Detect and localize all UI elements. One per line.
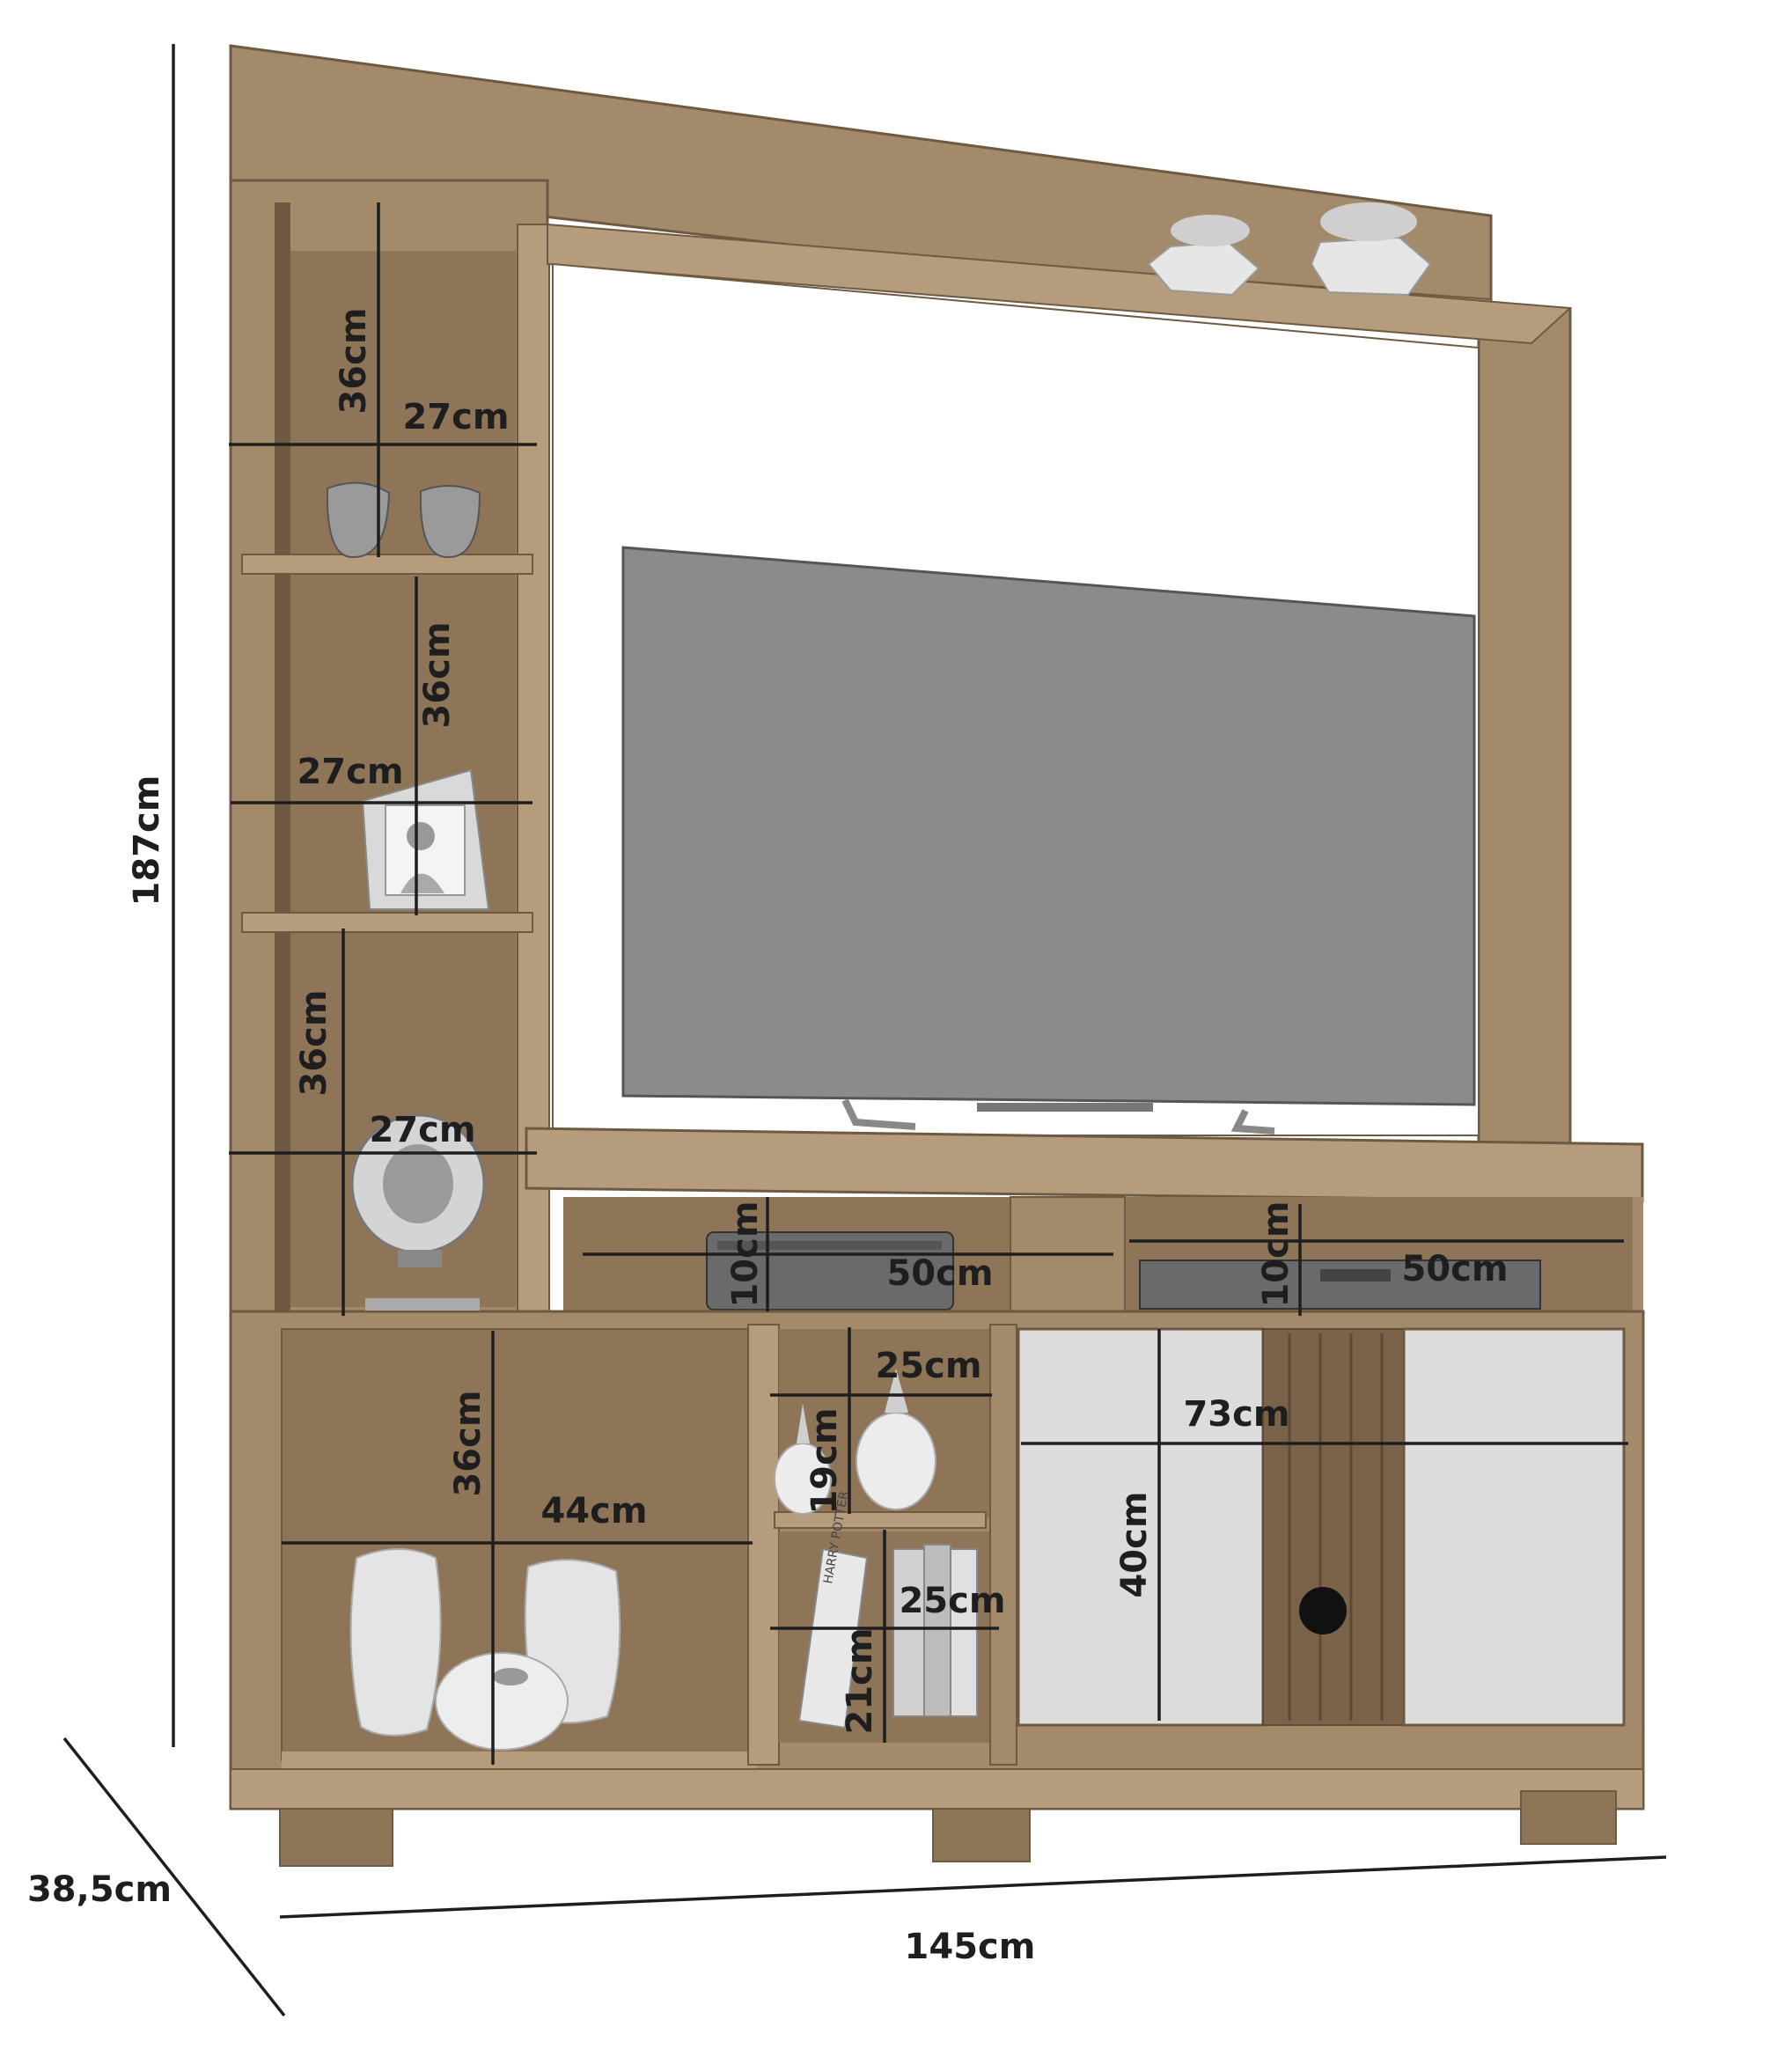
label-door-section-width: 73cm xyxy=(1183,1394,1289,1435)
door-center-panel xyxy=(1262,1328,1405,1726)
candle-glass-icon xyxy=(326,481,481,559)
label-shelf2-height: 36cm xyxy=(417,621,458,728)
open-compartment-shelf xyxy=(282,1752,757,1771)
left-shelf-1 xyxy=(241,554,533,575)
label-small-lower-width: 25cm xyxy=(899,1581,1005,1621)
vase-icon xyxy=(349,1548,621,1751)
niche-divider xyxy=(1010,1196,1126,1317)
label-open-compartment-height: 36cm xyxy=(448,1390,488,1496)
globe-ornament-icon xyxy=(350,1113,486,1311)
label-shelf3-width: 27cm xyxy=(369,1110,475,1150)
label-niche-left-height: 10cm xyxy=(725,1201,766,1307)
label-small-lower-height: 21cm xyxy=(840,1627,880,1734)
left-shelf-2 xyxy=(241,912,533,933)
label-total-width: 145cm xyxy=(905,1927,1036,1967)
left-tower-divider xyxy=(275,202,290,1316)
label-niche-right-width: 50cm xyxy=(1401,1249,1508,1289)
label-shelf1-height: 36cm xyxy=(334,307,374,414)
tv-stand-top xyxy=(525,1127,1644,1203)
label-shelf2-width: 27cm xyxy=(297,752,403,792)
label-open-compartment-width: 44cm xyxy=(540,1491,647,1531)
tv-icon xyxy=(621,546,1476,1135)
label-small-upper-height: 19cm xyxy=(804,1407,845,1514)
foot-left xyxy=(279,1808,393,1867)
label-shelf3-height: 36cm xyxy=(294,989,334,1096)
door-left xyxy=(1017,1327,1265,1727)
foot-center xyxy=(932,1808,1031,1862)
dimension-labels: 187cm 145cm 38,5cm 36cm 27cm 36cm 27cm 3… xyxy=(27,307,1509,1967)
cabinet-divider-1 xyxy=(747,1324,780,1766)
receiver-icon xyxy=(1139,1259,1541,1310)
small-compartment-shelf xyxy=(774,1511,987,1529)
label-niche-right-height: 10cm xyxy=(1256,1201,1296,1307)
door-knob-icon xyxy=(1299,1587,1347,1634)
door-panel-grooves xyxy=(1288,1333,1384,1721)
label-shelf1-width: 27cm xyxy=(402,397,509,437)
label-total-height: 187cm xyxy=(127,775,167,907)
pineapple-ornament-icon xyxy=(774,1369,936,1515)
right-frame-post xyxy=(1477,302,1572,1146)
label-small-upper-width: 25cm xyxy=(875,1346,981,1386)
door-right xyxy=(1402,1327,1626,1727)
label-depth: 38,5cm xyxy=(27,1869,172,1910)
cabinet-divider-2 xyxy=(989,1324,1017,1766)
foot-right xyxy=(1520,1790,1617,1845)
photo-frame-icon xyxy=(361,768,490,910)
cabinet-plinth xyxy=(230,1768,1644,1810)
label-niche-left-width: 50cm xyxy=(886,1253,993,1294)
plant-pot-icon xyxy=(1147,202,1432,297)
label-door-section-height: 40cm xyxy=(1114,1491,1155,1597)
niche-right-post xyxy=(1633,1197,1643,1316)
dimension-lines xyxy=(62,44,1667,2017)
furniture-unit: HARRY POTTER xyxy=(229,44,1645,1867)
